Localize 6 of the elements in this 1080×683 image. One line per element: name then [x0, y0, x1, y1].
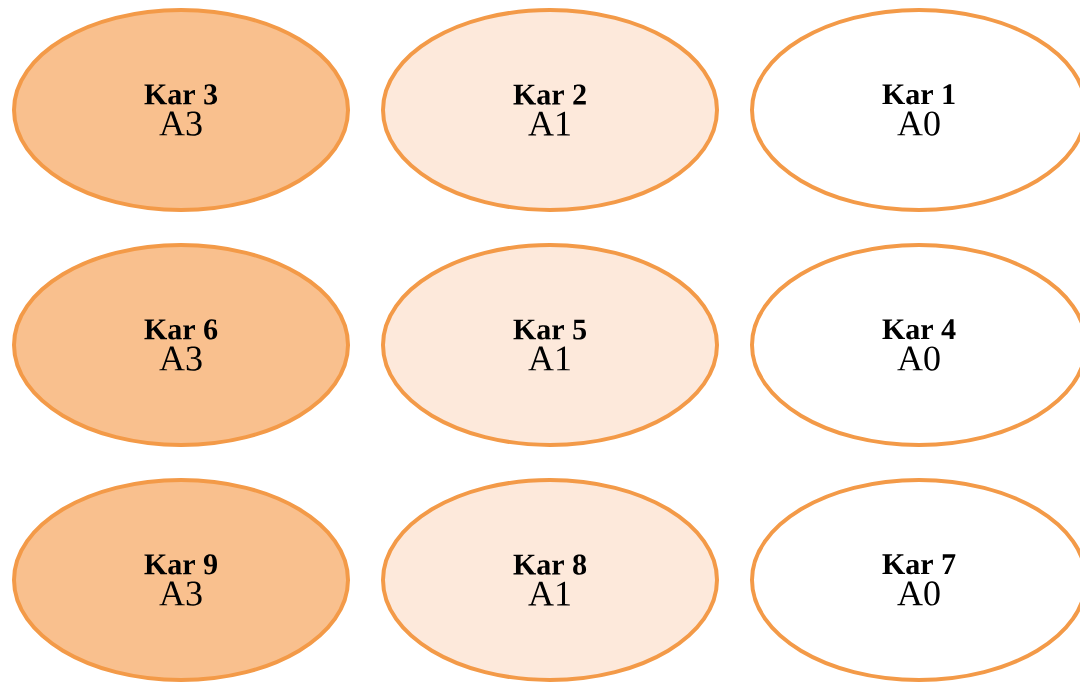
ellipse-node: Kar 9 A3 — [12, 478, 350, 682]
ellipse-node: Kar 6 A3 — [12, 243, 350, 447]
ellipse-node: Kar 2 A1 — [381, 8, 719, 212]
ellipse-node: Kar 3 A3 — [12, 8, 350, 212]
ellipse-node: Kar 8 A1 — [381, 478, 719, 682]
ellipse-node: Kar 5 A1 — [381, 243, 719, 447]
